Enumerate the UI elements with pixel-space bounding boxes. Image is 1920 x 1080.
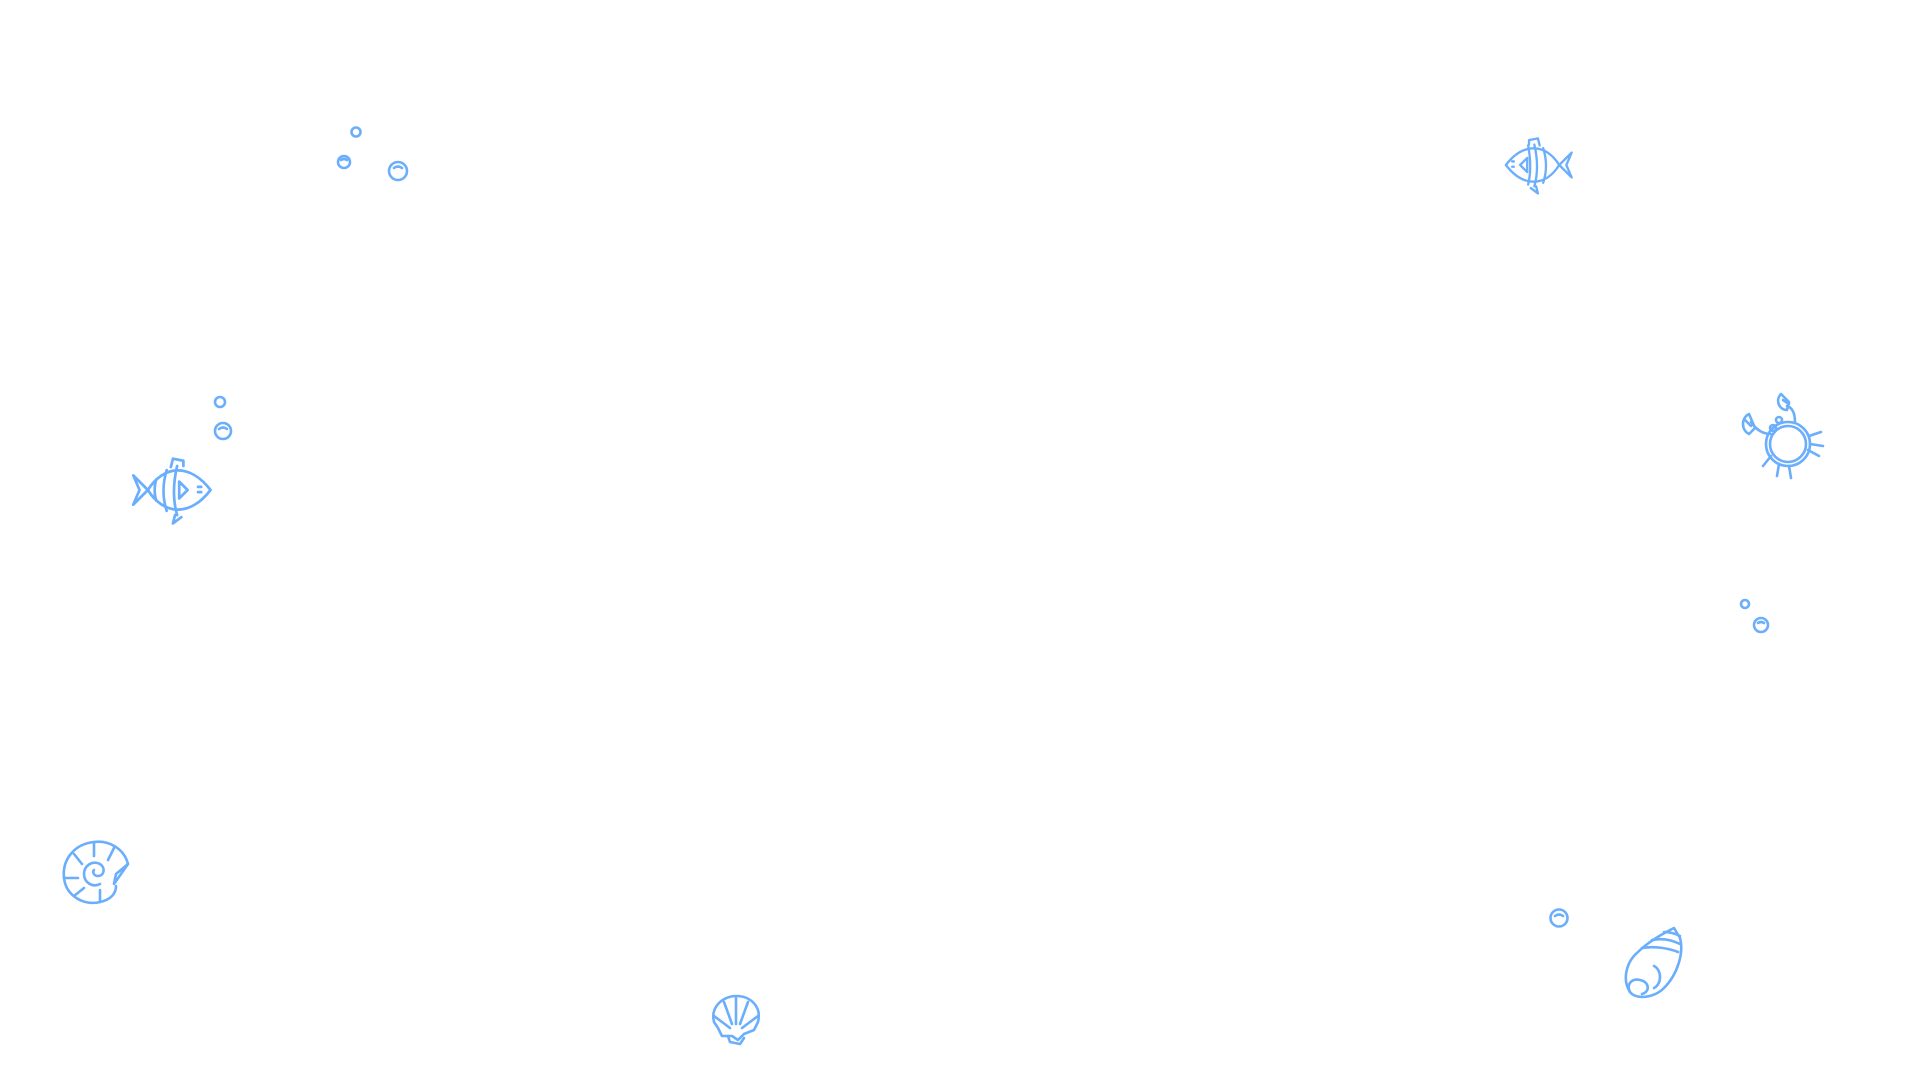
crab-icon (1735, 390, 1827, 486)
bubble-cluster-icon (1736, 596, 1772, 636)
bubble-cluster-icon (208, 392, 238, 442)
striped-fish-icon (1497, 133, 1577, 197)
scallop-shell-icon (708, 994, 764, 1046)
striped-fish-icon (127, 452, 221, 528)
nautilus-shell-icon (60, 838, 134, 908)
bubble-cluster-icon (330, 120, 420, 190)
bubble-icon (1549, 908, 1569, 928)
conch-shell-icon (1620, 922, 1686, 1002)
